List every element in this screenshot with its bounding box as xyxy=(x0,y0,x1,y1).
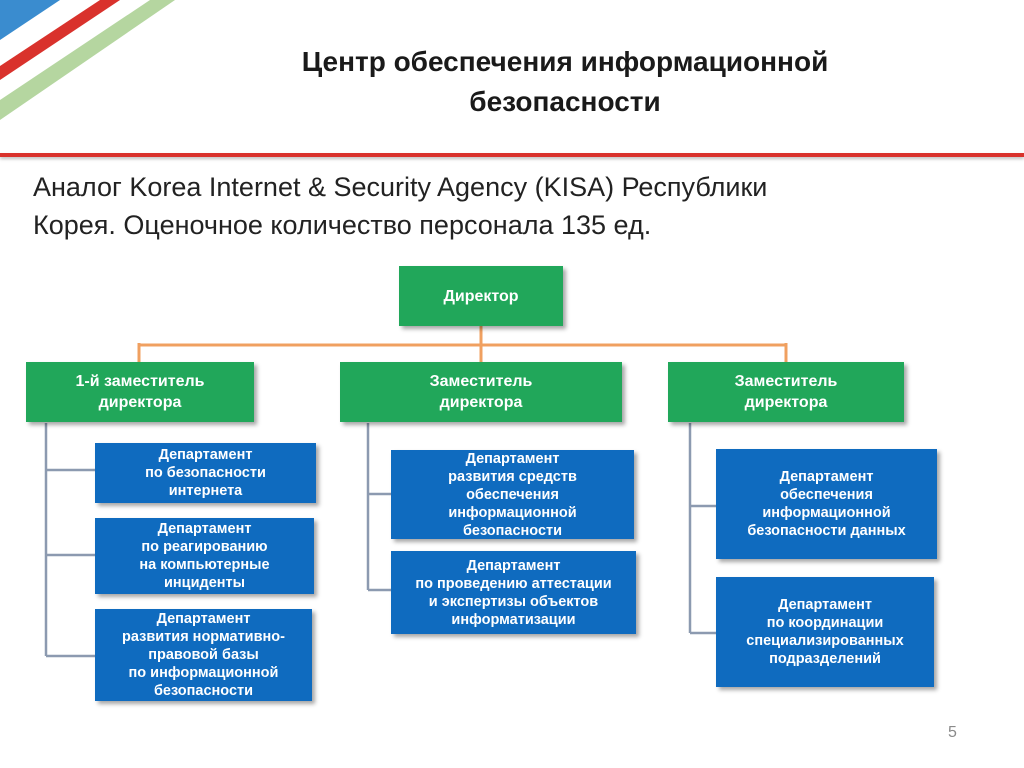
department-label-line: безопасности данных xyxy=(747,523,906,539)
director-label: Директор xyxy=(443,287,519,305)
page-title: Центр обеспечения информационной безопас… xyxy=(200,42,930,122)
department-label-line: по информационной xyxy=(128,665,279,681)
department-label-line: по проведению аттестации xyxy=(415,575,612,592)
department-label-line: безопасности xyxy=(153,683,254,699)
department-label-line: специализированных xyxy=(746,633,904,649)
department-label-line: обеспечения xyxy=(780,487,873,503)
department-label-line: по координации xyxy=(766,615,884,631)
deputy-label-line: Заместитель xyxy=(734,373,838,390)
deputy-label-line: директора xyxy=(439,394,523,411)
department-label-line: развития средств xyxy=(448,468,577,485)
department-box: Департамент обеспечения информационной б… xyxy=(716,449,937,559)
department-box: Департамент по реагированию на компьютер… xyxy=(95,518,314,594)
department-label-line: Департамент xyxy=(157,521,252,537)
department-label-line: Департамент xyxy=(778,597,872,613)
description-line: Корея. Оценочное количество персонала 13… xyxy=(33,210,652,240)
department-label-line: Департамент xyxy=(466,557,561,574)
department-box: Департамент по координации специализиров… xyxy=(716,577,934,687)
department-label-line: Департамент xyxy=(158,447,253,463)
department-box: Департамент развития нормативно- правово… xyxy=(95,609,312,701)
department-label-line: обеспечения xyxy=(466,486,559,503)
department-label-line: Департамент xyxy=(156,611,251,627)
department-label-line: Департамент xyxy=(465,450,560,467)
department-label-line: Департамент xyxy=(779,469,874,485)
department-label-line: и экспертизы объектов xyxy=(428,593,599,610)
department-box: Департамент по проведению аттестации и э… xyxy=(391,551,636,634)
department-label-line: правовой базы xyxy=(148,647,259,663)
corner-flag-decoration xyxy=(0,0,175,120)
department-label-line: интернета xyxy=(168,483,243,499)
department-label-line: безопасности xyxy=(462,522,563,539)
department-box: Департамент по безопасности интернета xyxy=(95,443,316,503)
deputy-label-line: 1-й заместитель xyxy=(75,373,205,390)
title-line: безопасности xyxy=(469,86,661,117)
department-label-line: информационной xyxy=(762,505,891,521)
department-label-line: по безопасности xyxy=(145,465,266,481)
director-box: Директор xyxy=(399,266,563,326)
department-label-line: развития нормативно- xyxy=(122,629,285,645)
department-label-line: по реагированию xyxy=(141,539,268,555)
department-label-line: информационной xyxy=(448,504,577,521)
description: Аналог Korea Internet & Security Agency … xyxy=(33,168,933,244)
department-box: Департамент развития средств обеспечения… xyxy=(391,450,634,539)
deputy-box-2: Заместитель директора xyxy=(340,362,622,422)
deputy-label-line: директора xyxy=(98,394,182,411)
department-label-line: на компьютерные xyxy=(139,557,270,573)
deputy-label-line: Заместитель xyxy=(429,373,533,390)
page-number: 5 xyxy=(948,724,957,741)
description-line: Аналог Korea Internet & Security Agency … xyxy=(33,172,768,202)
title-line: Центр обеспечения информационной xyxy=(301,46,829,77)
deputy-box-3: Заместитель директора xyxy=(668,362,904,422)
deputy-box-1: 1-й заместитель директора xyxy=(26,362,254,422)
deputy-label-line: директора xyxy=(744,394,828,411)
department-label-line: информатизации xyxy=(451,611,576,628)
department-label-line: подразделений xyxy=(769,651,881,667)
header-divider xyxy=(0,153,1024,157)
department-label-line: инциденты xyxy=(163,575,245,591)
